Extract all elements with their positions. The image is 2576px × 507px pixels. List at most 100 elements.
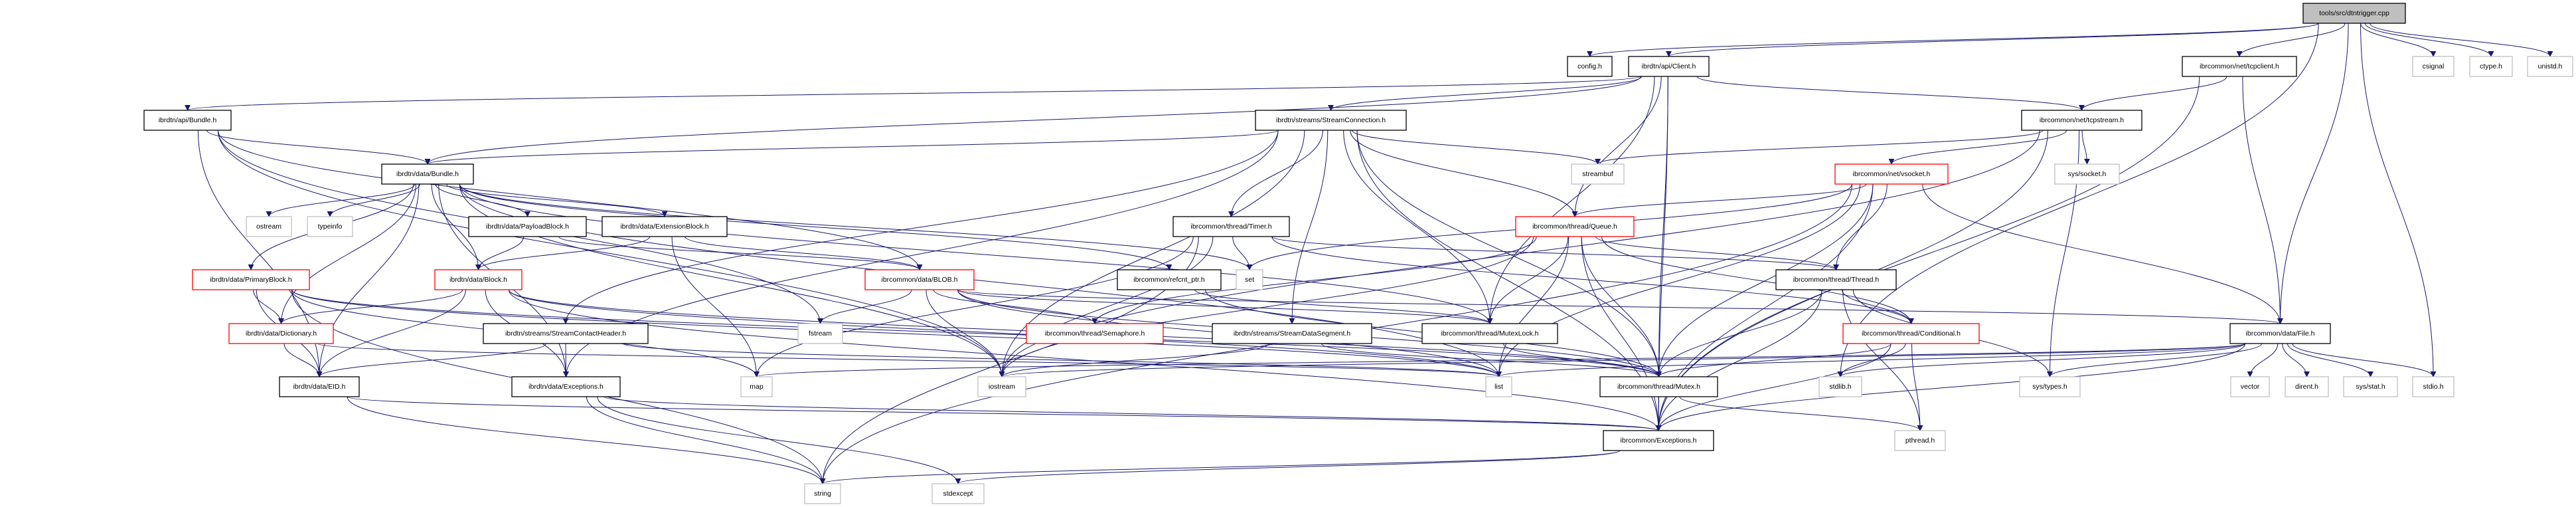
node-ibrdtn-data-payloadblock-h[interactable]: ibrdtn/data/PayloadBlock.h: [468, 216, 587, 237]
node-box: [246, 216, 292, 237]
node-ibrcommon-thread-mutexlock-h[interactable]: ibrcommon/thread/MutexLock.h: [1421, 323, 1558, 344]
node-label: ibrcommon/thread/Queue.h: [1532, 223, 1617, 231]
edges: [185, 23, 2553, 484]
node-sys-socket-h: sys/socket.h: [2054, 163, 2120, 185]
node-ibrdtn-streams-streamdatasegment-h[interactable]: ibrdtn/streams/StreamDataSegment.h: [1212, 323, 1372, 344]
node-label: list: [1494, 383, 1503, 391]
node-ibrdtn-streams-streamcontactheader-h[interactable]: ibrdtn/streams/StreamContactHeader.h: [483, 323, 649, 344]
node-label: ibrdtn/data/PrimaryBlock.h: [210, 276, 291, 284]
node-ibrcommon-data-file-h[interactable]: ibrcommon/data/File.h: [2229, 323, 2331, 344]
node-label: ibrcommon/net/vsocket.h: [1853, 170, 1931, 178]
node-ibrcommon-exceptions-h[interactable]: ibrcommon/Exceptions.h: [1603, 430, 1714, 451]
edge-ibrdtn-data-eid-h-to-ibrcommon-exceptions-h: [347, 396, 1661, 431]
node-box: [2469, 56, 2513, 77]
edge-ibrdtn-data-bundle-h-to-ibrdtn-data-eid-h: [316, 183, 420, 377]
node-label: ibrdtn/api/Bundle.h: [159, 116, 217, 124]
node-label: sys/socket.h: [2068, 170, 2107, 178]
node-label: ibrdtn/data/ExtensionBlock.h: [620, 223, 708, 231]
node-ibrcommon-thread-conditional-h[interactable]: ibrcommon/thread/Conditional.h: [1842, 323, 1980, 344]
node-ibrdtn-streams-streamconnection-h[interactable]: ibrdtn/streams/StreamConnection.h: [1255, 110, 1407, 131]
node-ibrcommon-net-tcpclient-h[interactable]: ibrcommon/net/tcpclient.h: [2182, 56, 2297, 77]
node-box: [279, 376, 360, 397]
node-ibrdtn-data-exceptions-h[interactable]: ibrdtn/data/Exceptions.h: [511, 376, 621, 397]
node-ibrcommon-net-tcpstream-h[interactable]: ibrcommon/net/tcpstream.h: [2021, 110, 2142, 131]
edge-ibrcommon-data-file-h-to-sys-types-h: [2047, 343, 2263, 377]
node-box: [1628, 56, 1710, 77]
node-label: ostream: [256, 223, 282, 231]
edge-ibrdtn-data-bundle-h-to-ibrdtn-data-payloadblock-h: [435, 183, 530, 217]
edge-ibrcommon-data-blob-h-to-ibrcommon-thread-semaphore-h: [933, 289, 1098, 324]
node-label: vector: [2241, 383, 2260, 391]
node-ibrcommon-net-vsocket-h[interactable]: ibrcommon/net/vsocket.h: [1834, 163, 1949, 185]
edge-ibrcommon-thread-queue-h-to-ibrcommon-thread-mutex-h: [1581, 236, 1662, 377]
edge-ibrdtn-data-exceptions-h-to-stdexcept: [597, 396, 961, 484]
node-label: set: [1245, 276, 1254, 284]
edge-ibrcommon-exceptions-h-to-stdexcept: [955, 450, 1621, 484]
edge-ibrcommon-data-blob-h-to-ibrcommon-data-file-h: [957, 289, 2283, 324]
edge-ibrdtn-data-exceptions-h-to-string: [586, 396, 826, 484]
node-label: streambuf: [1582, 170, 1613, 178]
node-stdexcept: stdexcept: [931, 483, 985, 504]
node-tools-src-dtntrigger-cpp[interactable]: tools/src/dtntrigger.cpp: [2302, 3, 2406, 24]
node-label: ibrcommon/thread/Thread.h: [1793, 276, 1880, 284]
node-label: ibrdtn/data/Dictionary.h: [246, 330, 317, 338]
edge-tools-src-dtntrigger-cpp-to-ibrcommon-net-tcpclient-h: [2236, 23, 2346, 57]
edge-tools-src-dtntrigger-cpp-to-ctype-h: [2364, 23, 2494, 57]
node-stdlib-h: stdlib.h: [1818, 376, 1862, 397]
node-label: ibrcommon/data/BLOB.h: [882, 276, 958, 284]
edge-ibrcommon-data-file-h-to-sys-stat-h: [2287, 343, 2374, 377]
node-box: [1212, 323, 1372, 344]
edge-ibrdtn-api-client-h-to-ibrcommon-net-tcpstream-h: [1696, 76, 2085, 111]
node-fstream: fstream: [797, 323, 843, 344]
node-typeinfo: typeinfo: [307, 216, 353, 237]
node-ibrdtn-data-extensionblock-h[interactable]: ibrdtn/data/ExtensionBlock.h: [602, 216, 728, 237]
node-ibrcommon-thread-thread-h[interactable]: ibrcommon/thread/Thread.h: [1775, 269, 1897, 290]
node-label: ibrcommon/net/tcpclient.h: [2200, 62, 2279, 70]
node-box: [1485, 376, 1512, 397]
node-box: [2021, 110, 2142, 131]
node-label: ibrdtn/api/Client.h: [1642, 62, 1696, 70]
edge-ibrdtn-data-bundle-h-to-ostream: [266, 183, 416, 217]
node-label: ibrdtn/data/EID.h: [293, 383, 346, 391]
edge-ibrcommon-thread-timer-h-to-ibrcommon-thread-thread-h: [1271, 236, 1839, 270]
node-ibrdtn-api-bundle-h[interactable]: ibrdtn/api/Bundle.h: [143, 110, 232, 131]
node-box: [1026, 323, 1164, 344]
edge-ibrdtn-data-bundle-h-to-ibrdtn-data-extensionblock-h: [446, 183, 668, 217]
edge-ibrcommon-thread-queue-h-to-ibrcommon-thread-conditional-h: [1601, 236, 1914, 324]
node-ibrdtn-data-eid-h[interactable]: ibrdtn/data/EID.h: [279, 376, 360, 397]
edge-ibrcommon-net-tcpstream-h-to-sys-socket-h: [2081, 130, 2090, 165]
node-box: [1571, 163, 1625, 185]
node-ibrdtn-api-client-h[interactable]: ibrdtn/api/Client.h: [1628, 56, 1710, 77]
node-ibrcommon-refcnt-ptr-h[interactable]: ibrcommon/refcnt_ptr.h: [1117, 269, 1222, 290]
edge-ibrcommon-data-file-h-to-list: [1496, 343, 2246, 377]
node-dirent-h: dirent.h: [2285, 376, 2329, 397]
node-ibrcommon-thread-timer-h[interactable]: ibrcommon/thread/Timer.h: [1172, 216, 1290, 237]
node-box: [468, 216, 587, 237]
node-box: [2054, 163, 2120, 185]
node-ibrdtn-data-dictionary-h[interactable]: ibrdtn/data/Dictionary.h: [228, 323, 334, 344]
node-ibrdtn-data-bundle-h[interactable]: ibrdtn/data/Bundle.h: [381, 163, 474, 185]
node-box: [602, 216, 728, 237]
node-box: [1603, 430, 1714, 451]
node-box: [931, 483, 985, 504]
edge-ibrdtn-streams-streamcontactheader-h-to-ibrdtn-data-eid-h: [316, 343, 546, 377]
edge-ibrdtn-streams-streamconnection-h-to-ibrdtn-streams-streamcontactheader-h: [562, 130, 1279, 324]
edge-ibrcommon-data-file-h-to-ibrcommon-exceptions-h: [1655, 343, 2246, 431]
edge-ibrdtn-data-bundle-h-to-ibrdtn-data-block-h: [431, 183, 481, 270]
edge-ibrcommon-net-vsocket-h-to-ibrcommon-thread-queue-h: [1571, 183, 1867, 217]
edge-ibrcommon-thread-conditional-h-to-ibrcommon-exceptions-h: [1655, 343, 1892, 431]
edge-ibrdtn-data-bundle-h-to-ibrcommon-thread-mutexlock-h: [459, 183, 1493, 324]
node-ibrcommon-data-blob-h[interactable]: ibrcommon/data/BLOB.h: [864, 269, 975, 290]
node-config-h[interactable]: config.h: [1567, 56, 1613, 77]
node-ibrcommon-thread-queue-h[interactable]: ibrcommon/thread/Queue.h: [1515, 216, 1635, 237]
node-box: [864, 269, 975, 290]
node-ibrdtn-data-block-h[interactable]: ibrdtn/data/Block.h: [434, 269, 523, 290]
node-ibrcommon-thread-semaphore-h[interactable]: ibrcommon/thread/Semaphore.h: [1026, 323, 1164, 344]
node-ibrdtn-data-primaryblock-h[interactable]: ibrdtn/data/PrimaryBlock.h: [192, 269, 310, 290]
node-box: [2527, 56, 2573, 77]
node-ibrcommon-thread-mutex-h[interactable]: ibrcommon/thread/Mutex.h: [1599, 376, 1718, 397]
node-label: fstream: [809, 330, 832, 338]
node-set: set: [1236, 269, 1263, 290]
node-box: [192, 269, 310, 290]
